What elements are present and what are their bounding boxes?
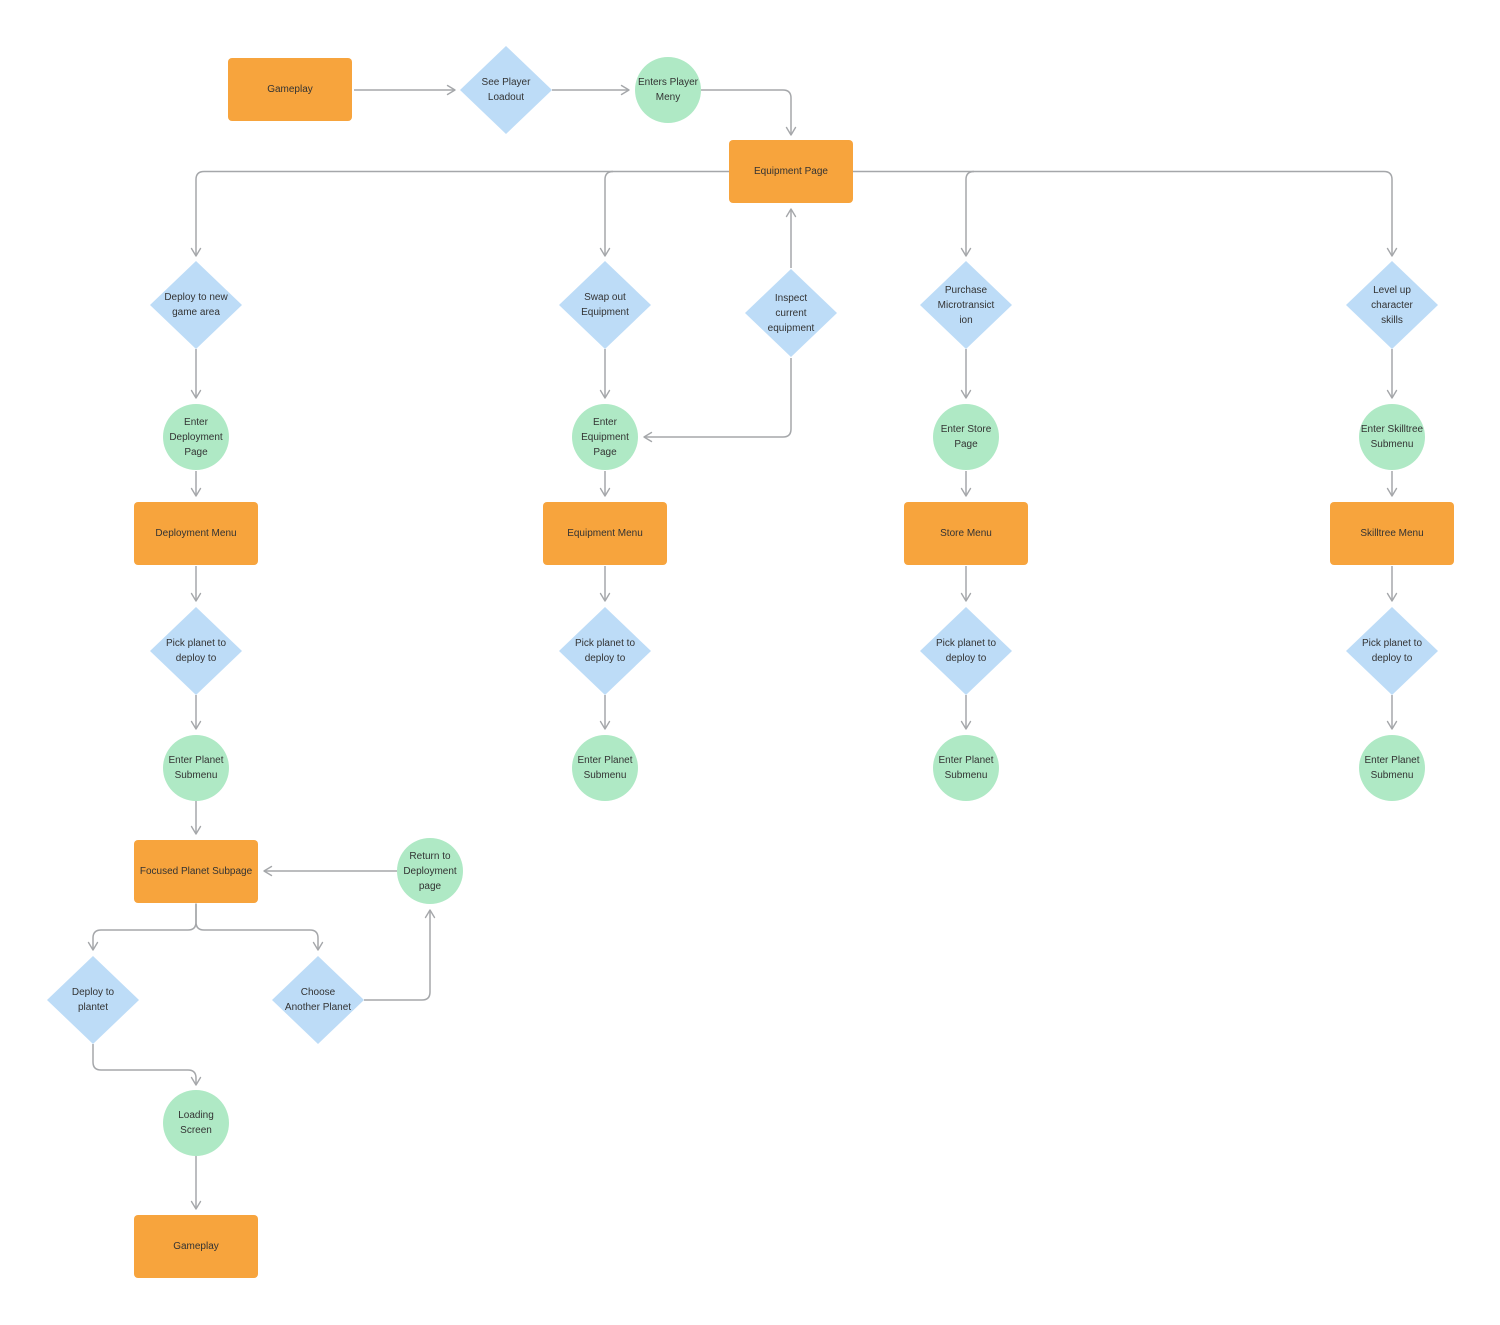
connector-choose-another-planet-to-return-to-deployment-page[interactable] [364, 909, 436, 1001]
connector-focused-planet-subpage-to-deploy-to-plantet[interactable] [87, 903, 197, 951]
node-label: Store Menu [940, 528, 992, 539]
node-inspect-current-equipment[interactable]: Inspect current equipment [745, 269, 837, 357]
node-label: Choose Another Planet [284, 987, 352, 1013]
node-label: Inspect current equipment [767, 292, 815, 334]
node-label: Equipment Page [754, 166, 828, 177]
node-enters-player-meny[interactable]: Enters Player Meny [635, 57, 701, 123]
node-store-menu[interactable]: Store Menu [904, 502, 1028, 565]
node-label: Enter Equipment Page [581, 416, 629, 458]
connector-equipment-page-to-level-up-character-skills[interactable] [853, 170, 1398, 257]
node-label: Gameplay [267, 84, 313, 95]
node-pick-planet-4[interactable]: Pick planet to deploy to [1346, 607, 1438, 695]
node-label: See Player Loadout [481, 77, 531, 103]
node-pick-planet-1[interactable]: Pick planet to deploy to [150, 607, 242, 695]
node-swap-out-equipment[interactable]: Swap out Equipment [559, 261, 651, 349]
node-label: Pick planet to deploy to [574, 638, 636, 664]
node-label: Enter Planet Submenu [1364, 755, 1420, 781]
node-label: Enter Deployment Page [169, 416, 223, 458]
node-label: Pick planet to deploy to [935, 638, 997, 664]
node-enter-store-page[interactable]: Enter Store Page [933, 404, 999, 470]
node-gameplay-top[interactable]: Gameplay [228, 58, 352, 121]
node-label: Swap out Equipment [581, 292, 629, 318]
connector-deploy-to-plantet-to-loading-screen[interactable] [92, 1044, 202, 1086]
node-label: Return to Deployment page [403, 850, 457, 892]
node-label: Pick planet to deploy to [1361, 638, 1423, 664]
node-label: Deploy to plantet [71, 987, 115, 1013]
node-deployment-menu[interactable]: Deployment Menu [134, 502, 258, 565]
node-gameplay-bottom[interactable]: Gameplay [134, 1215, 258, 1278]
node-deploy-to-plantet[interactable]: Deploy to plantet [47, 956, 139, 1044]
node-label: Deploy to new game area [164, 292, 228, 318]
node-pick-planet-2[interactable]: Pick planet to deploy to [559, 607, 651, 695]
connector-equipment-page-to-deploy-to-new-game-area[interactable] [190, 170, 729, 257]
node-label: Skilltree Menu [1360, 528, 1424, 539]
node-purchase-microtransaction[interactable]: Purchase Microtransict ion [920, 261, 1012, 349]
node-equipment-menu[interactable]: Equipment Menu [543, 502, 667, 565]
node-label: Loading Screen [178, 1110, 214, 1136]
node-pick-planet-3[interactable]: Pick planet to deploy to [920, 607, 1012, 695]
node-enter-skilltree-submenu[interactable]: Enter Skilltree Submenu [1359, 404, 1425, 470]
node-label: Purchase Microtransict ion [937, 284, 995, 326]
node-label: Enter Planet Submenu [577, 755, 633, 781]
node-enter-planet-submenu-4[interactable]: Enter Planet Submenu [1359, 735, 1425, 801]
node-label: Deployment Menu [155, 528, 237, 539]
node-skilltree-menu[interactable]: Skilltree Menu [1330, 502, 1454, 565]
node-label: Enter Store Page [940, 424, 992, 450]
node-label: Focused Planet Subpage [139, 866, 253, 877]
node-enter-deployment-page[interactable]: Enter Deployment Page [163, 404, 229, 470]
node-label: Equipment Menu [567, 528, 643, 539]
node-focused-planet-subpage[interactable]: Focused Planet Subpage [134, 840, 258, 903]
node-label: Pick planet to deploy to [165, 638, 227, 664]
node-label: Enter Planet Submenu [938, 755, 994, 781]
connector-equipment-page-to-swap-out-equipment[interactable] [599, 170, 614, 257]
node-label: Gameplay [173, 1241, 219, 1252]
node-level-up-character-skills[interactable]: Level up character skills [1346, 261, 1438, 349]
node-loading-screen[interactable]: Loading Screen [163, 1090, 229, 1156]
node-label: Enter Skilltree Submenu [1360, 424, 1424, 450]
node-enter-planet-submenu-1[interactable]: Enter Planet Submenu [163, 735, 229, 801]
node-label: Enters Player Meny [637, 77, 699, 103]
node-enter-equipment-page[interactable]: Enter Equipment Page [572, 404, 638, 470]
node-see-player-loadout[interactable]: See Player Loadout [460, 46, 552, 134]
node-choose-another-planet[interactable]: Choose Another Planet [272, 956, 364, 1044]
node-return-to-deployment-page[interactable]: Return to Deployment page [397, 838, 463, 904]
node-label: Level up character skills [1371, 284, 1413, 326]
node-label: Enter Planet Submenu [168, 755, 224, 781]
connector-inspect-current-equipment-to-enter-equipment-page[interactable] [643, 358, 792, 443]
connector-focused-planet-subpage-to-choose-another-planet[interactable] [195, 903, 324, 951]
node-enter-planet-submenu-3[interactable]: Enter Planet Submenu [933, 735, 999, 801]
connector-equipment-page-to-purchase-microtransaction[interactable] [960, 170, 975, 257]
node-enter-planet-submenu-2[interactable]: Enter Planet Submenu [572, 735, 638, 801]
connector-enters-player-meny-to-equipment-page[interactable] [701, 89, 797, 136]
node-equipment-page[interactable]: Equipment Page [729, 140, 853, 203]
node-deploy-to-new-game-area[interactable]: Deploy to new game area [150, 261, 242, 349]
